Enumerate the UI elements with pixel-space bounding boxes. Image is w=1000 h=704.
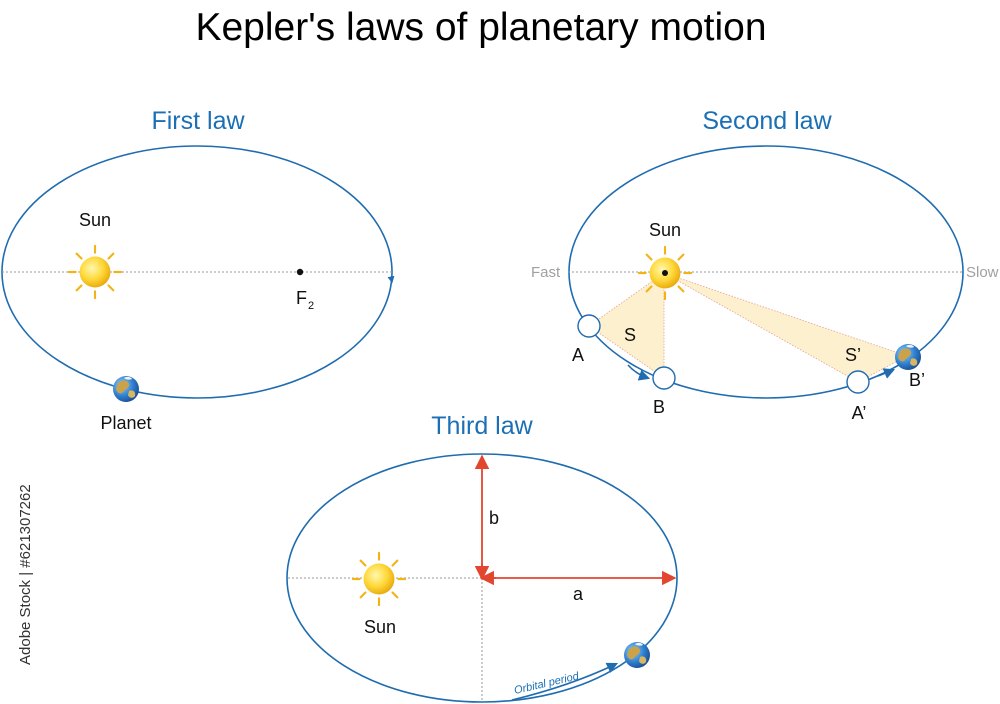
point-a-prime-circle xyxy=(846,370,870,394)
point-a-label: A xyxy=(572,345,584,365)
point-b-circle xyxy=(652,366,676,390)
sun-icon xyxy=(351,551,407,607)
sun-icon xyxy=(67,244,123,300)
sun-focus-dot xyxy=(662,270,668,276)
semi-major-label: a xyxy=(573,584,584,604)
area-s-prime-label: S’ xyxy=(845,345,861,365)
semi-minor-label: b xyxy=(489,508,499,528)
first-law-panel: First law Sun F2 Planet xyxy=(1,107,395,433)
orbit-arrow-a-prime-to-b-prime xyxy=(877,368,896,379)
first-law-planet-label: Planet xyxy=(100,413,151,433)
second-law-sun-label: Sun xyxy=(649,220,681,240)
first-law-heading: First law xyxy=(151,107,245,135)
point-a-circle xyxy=(577,314,601,338)
point-a-prime-label: A’ xyxy=(852,403,867,423)
slow-label: Slow xyxy=(966,264,999,281)
second-law-panel: Second law Fast Slow Sun A B A’ B’ S S’ xyxy=(531,107,999,423)
area-s-label: S xyxy=(624,325,636,345)
focus-f2-label: F2 xyxy=(296,288,314,312)
point-b-label: B xyxy=(653,397,665,417)
planet-icon xyxy=(113,376,139,402)
page-title: Kepler's laws of planetary motion xyxy=(195,6,766,49)
planet-icon xyxy=(624,642,650,668)
third-law-panel: Third law b a Sun Orbital period xyxy=(286,412,678,703)
second-law-heading: Second law xyxy=(702,107,832,135)
fast-label: Fast xyxy=(531,264,561,281)
orbital-period-arrow xyxy=(511,662,619,701)
planet-icon xyxy=(895,344,921,370)
stock-watermark: Adobe Stock | #621307262 xyxy=(17,484,34,665)
orbit-arrow-a-to-b xyxy=(627,364,651,381)
area-s-sector xyxy=(588,272,665,379)
area-s-prime-sector xyxy=(663,272,909,383)
point-b-prime-label: B’ xyxy=(909,370,925,390)
focus-f2-dot xyxy=(296,268,304,276)
third-law-heading: Third law xyxy=(431,412,533,440)
first-law-orbit xyxy=(1,145,393,399)
first-law-sun-label: Sun xyxy=(79,210,111,230)
third-law-sun-label: Sun xyxy=(364,617,396,637)
third-law-orbit xyxy=(286,453,678,703)
orbital-period-label: Orbital period xyxy=(513,670,581,697)
